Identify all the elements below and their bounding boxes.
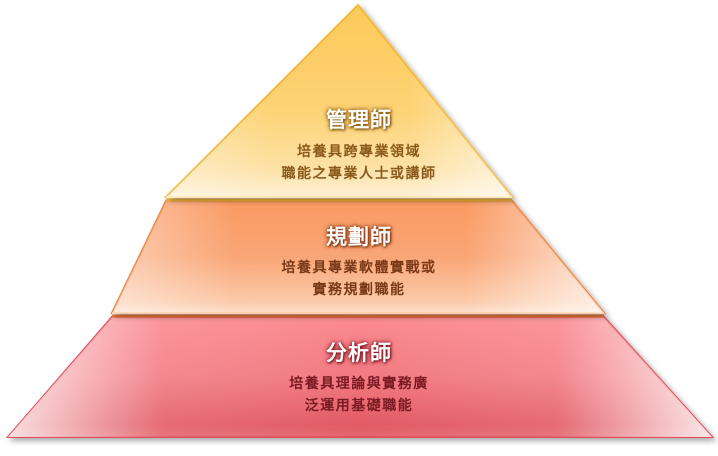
tier-bottom-label: 分析師 培養具理論與實務廣 泛運用基礎職能 <box>0 340 718 417</box>
tier-top-title: 管理師 <box>326 108 392 132</box>
tier-middle-shape <box>110 198 607 314</box>
tier-top-label: 管理師 培養具跨專業領域 職能之專業人士或講師 <box>0 107 718 185</box>
tier-bottom-desc-line2: 泛運用基礎職能 <box>304 398 414 414</box>
tier-middle-label: 規劃師 培養具專業軟體實戰或 實務規劃職能 <box>0 224 718 301</box>
tier-top-desc-line1: 培養具跨專業領域 <box>297 144 421 160</box>
tier-top-desc-line2: 職能之專業人士或講師 <box>281 166 437 182</box>
tier-middle-desc-line1: 培養具專業軟體實戰或 <box>281 260 437 276</box>
tier-bottom-shape <box>5 314 715 438</box>
tier-bottom-desc-line1: 培養具理論與實務廣 <box>289 376 429 392</box>
tier-middle-title: 規劃師 <box>326 225 392 249</box>
tier-bottom-title: 分析師 <box>326 341 392 365</box>
tier-middle-desc-line2: 實務規劃職能 <box>312 282 406 298</box>
tier-top-shape <box>163 3 515 198</box>
